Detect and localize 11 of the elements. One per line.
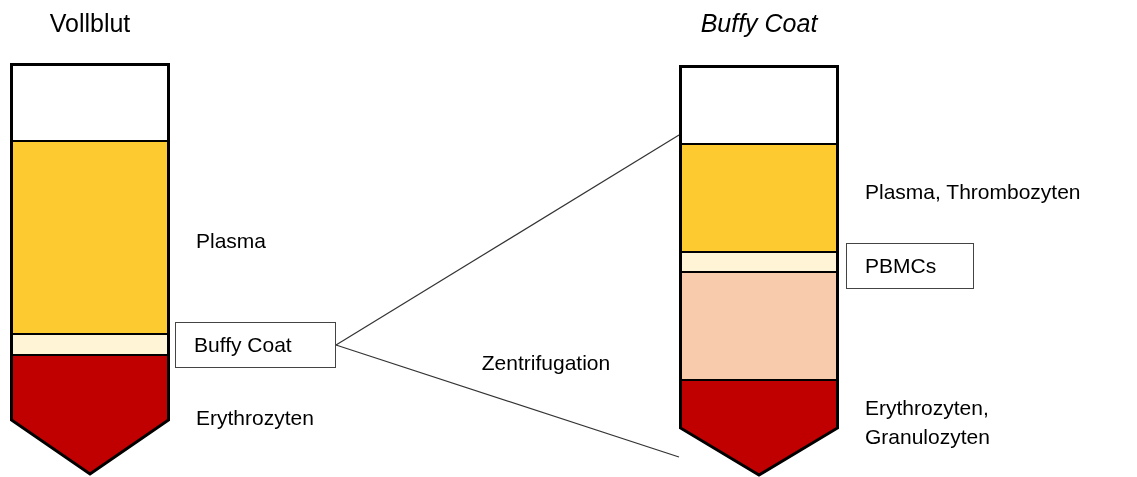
layer-label: Plasma bbox=[196, 228, 268, 254]
process-label: Zentrifugation bbox=[480, 350, 612, 376]
layer-label: Erythrozyten, Granulozyten bbox=[865, 395, 991, 450]
tube-heading: Buffy Coat bbox=[699, 8, 820, 39]
connector-line bbox=[335, 344, 680, 458]
layer-label: Plasma, Thrombozyten bbox=[865, 179, 1082, 205]
callout-box: PBMCs bbox=[846, 243, 974, 289]
callout-box: Buffy Coat bbox=[175, 322, 336, 368]
layer-label: Erythrozyten bbox=[196, 405, 315, 431]
connector-line bbox=[335, 134, 680, 346]
tube-heading: Vollblut bbox=[48, 8, 132, 39]
